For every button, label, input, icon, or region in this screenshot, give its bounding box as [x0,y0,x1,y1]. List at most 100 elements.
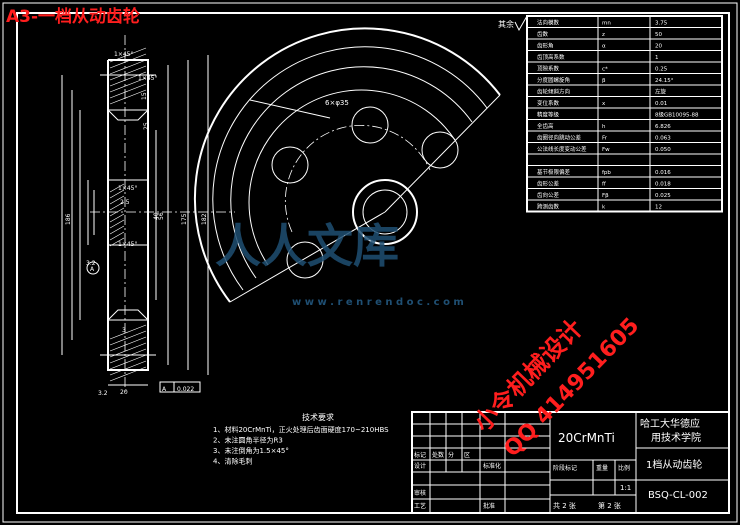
sheet-count: 共 2 张 [553,501,576,510]
dimension-label: 3.2 [86,260,96,267]
param-label: 齿轮倾斜方向 [537,88,570,96]
param-symbol: Fβ [602,193,609,199]
param-symbol: ff [602,182,606,188]
school-line-2: 用技术学院 [651,431,701,444]
technical-notes: 1、材料20CrMnTi，正火处理后齿面硬度170~210HBS 2、未注圆角半径… [213,425,389,466]
param-label: 精度等级 [537,111,560,119]
title-block-label: 批准 [483,502,495,510]
param-symbol: fpb [602,170,611,176]
param-value: 0.050 [655,147,671,153]
title-block-label: 审核 [414,489,426,497]
drawing-number: BSQ-CL-002 [648,490,708,501]
param-value: 24.15° [655,78,674,84]
title-block-label: 工艺 [414,502,426,510]
param-label: 齿顶高系数 [537,53,565,61]
title-block-label: 分 [448,451,454,459]
dimension-label: 2.5 [120,199,130,206]
param-label: 齿向公差 [537,191,560,199]
param-symbol: Fw [602,147,610,153]
param-value: 0.016 [655,170,671,176]
roughness-note: 其余 [498,19,514,29]
part-name: 1档从动齿轮 [646,458,702,471]
watermark-logo: 人人文库 [215,219,399,273]
notes-title: 技术要求 [302,412,334,422]
param-symbol: h [602,124,606,130]
param-value: 8级GB10095-88 [655,111,699,119]
param-value: 0.063 [655,136,671,142]
technical-note: 1、材料20CrMnTi，正火处理后齿面硬度170~210HBS [213,425,389,434]
roughness-symbol [514,15,528,32]
dimension-label: 56 [158,212,165,220]
param-label: 分度圆螺旋角 [537,76,570,84]
param-value: 0.25 [655,67,668,73]
param-symbol: mn [602,21,611,27]
dimension-label: 3 [122,327,126,334]
title-block-label: 标记 [414,451,426,459]
technical-note: 3、未注倒角为1.5×45° [213,446,289,455]
param-value: 20 [655,44,662,50]
title-block-label: 重量 [596,464,608,472]
title-block-label: 标准化 [483,462,501,470]
param-symbol: c* [602,67,608,73]
param-value: 6.826 [655,124,671,130]
dimension-label: 1×45° [118,185,137,192]
param-value: 1 [655,55,659,61]
title-block-label: 设计 [414,462,426,470]
param-label: 齿形公差 [537,180,560,188]
param-symbol: z [602,32,605,38]
dimension-label: 40 [153,212,160,220]
sheet-number: 第 2 张 [598,501,621,510]
dimension-label: 175 [181,213,188,225]
param-value: 50 [655,32,662,38]
dimension-label: 1×45° [114,51,133,58]
title-block-label: 阶段标记 [553,464,577,472]
param-label: 变位系数 [537,99,560,107]
param-symbol: β [602,78,606,84]
dimension-label: 3.2 [98,390,108,397]
param-value: 左旋 [655,88,667,96]
param-label: 公法线长度变动公差 [537,145,587,153]
title-block-labels: 标记处数分 区设计 标准化 阶段标记 重量 比例审核工艺 批准 [414,451,630,510]
dimension-label: 15 [141,92,148,100]
dimension-label: 0.022 [177,386,194,393]
title-block-label: 比例 [618,464,630,472]
param-value: 0.01 [655,101,667,107]
param-label: 齿数 [537,30,549,38]
material: 20CrMnTi [558,431,615,445]
param-label: 法向模数 [537,19,560,27]
dimension-label: 182 [201,213,208,225]
param-label: 齿圈径向跳动公差 [537,134,582,142]
sheet-title: A3-一档从动齿轮 [6,6,140,27]
dimension-label: A [90,266,95,273]
param-value: 12 [655,205,662,211]
title-block [411,411,730,514]
param-value: 3.75 [655,21,668,27]
dimension-label: 20 [120,389,128,396]
technical-note: 2、未注圆角半径为R3 [213,436,283,445]
scale: 1:1 [620,484,631,492]
param-symbol: Fr [602,136,608,142]
param-label: 齿形角 [537,42,554,50]
dimension-label: 186 [65,213,72,225]
title-block-label: 处数 [432,451,444,459]
front-view: 6×φ35 [193,27,501,303]
school-line-1: 哈工大华德应 [640,417,700,430]
param-symbol: α [602,44,606,50]
param-label: 顶隙系数 [537,65,560,73]
sheet-inner-frame [16,12,730,514]
dimension-label: 1×45° [118,241,137,248]
dimension-label: 25 [143,122,150,130]
section-view [61,35,235,395]
watermark-url: w w w . r e n r e n d o c . c o m [292,297,464,308]
param-symbol: k [602,205,606,211]
param-label: 基节极限偏差 [537,168,571,176]
dimension-label: A [162,386,167,393]
param-symbol: x [602,101,606,107]
holes-label: 6×φ35 [325,99,349,107]
title-block-label: 区 [464,452,470,459]
gear-parameter-table: 法向模数 mn 3.75 齿数 z 50 齿形角 α 20 齿顶高系数 1 顶隙系数 c* 0.25 分度圆… [526,15,723,213]
technical-note: 4、清除毛刺 [213,457,252,466]
